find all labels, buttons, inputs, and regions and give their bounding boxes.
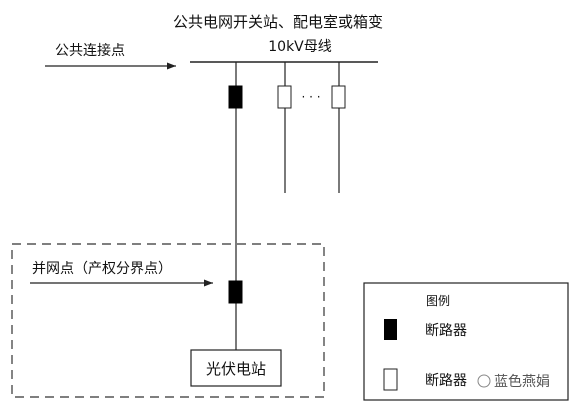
legend-box — [363, 282, 569, 401]
legend-open-breaker-icon — [383, 368, 398, 391]
watermark-text: 蓝色燕娟 — [494, 373, 550, 390]
grid-connection-label: 并网点（产权分界点） — [32, 261, 172, 277]
pcc-label: 公共连接点 — [55, 42, 125, 59]
breaker-closed-top — [228, 85, 243, 109]
legend-title: 图例 — [426, 294, 450, 308]
wechat-logo-icon — [477, 374, 491, 388]
breaker-open-feeder-3 — [331, 85, 346, 109]
pv-station-box — [190, 349, 282, 387]
legend-closed-label: 断路器 — [425, 323, 467, 339]
pv-station-label: 光伏电站 — [206, 360, 266, 378]
legend-closed-breaker-icon — [384, 319, 397, 340]
legend-open-label: 断路器 — [425, 373, 467, 389]
feeder-ellipsis: · · · — [301, 90, 320, 104]
pv-boundary-dashed — [11, 243, 325, 398]
breaker-closed-grid-point — [228, 280, 243, 304]
busbar-label: 10kV母线 — [268, 39, 332, 55]
substation-title: 公共电网开关站、配电室或箱变 — [173, 13, 383, 31]
breaker-open-feeder-2 — [277, 85, 292, 109]
